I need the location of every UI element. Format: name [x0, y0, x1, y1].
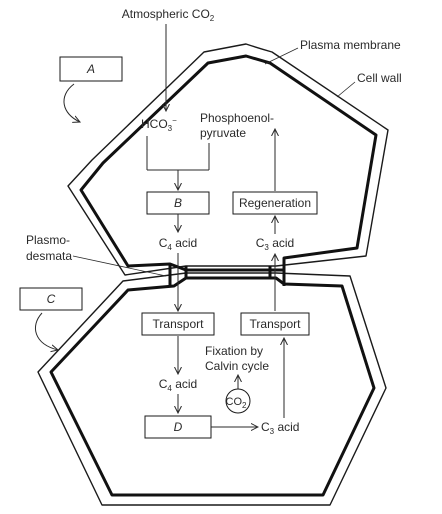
upper-cell-wall: [67, 43, 389, 276]
transport-right-label: Transport: [250, 317, 302, 331]
phosphoenolpyruvate-line1: Phosphoenol-: [200, 111, 274, 125]
c4-acid-bottom-label: C4 acid: [159, 377, 197, 393]
box-c-pointer-arrow: [34, 312, 58, 350]
co2-circle: [225, 388, 251, 414]
answer-box-a-label: A: [86, 62, 95, 76]
transport-left-label: Transport: [153, 317, 205, 331]
fixation-line2: Calvin cycle: [205, 359, 269, 373]
hco3-label: HCO3−: [141, 116, 177, 133]
answer-box-d-label: D: [174, 420, 183, 434]
answer-box-c-label: C: [47, 292, 56, 306]
plasmodesmata-leader: [72, 255, 167, 277]
box-a-pointer-arrow: [63, 83, 80, 122]
c4-acid-top-label: C4 acid: [159, 236, 197, 252]
phosphoenolpyruvate-line2: pyruvate: [200, 126, 246, 140]
co2-circle-label: CO2: [226, 396, 248, 410]
atmospheric-co2-label: Atmospheric CO2: [122, 7, 215, 23]
answer-box-a[interactable]: [59, 56, 123, 82]
transport-right-box: [240, 312, 310, 336]
plasmodesmata-line2: desmata: [26, 249, 72, 263]
regeneration-box: [232, 191, 318, 215]
fixation-line1: Fixation by: [205, 344, 263, 358]
c3-acid-bottom-label: C3 acid: [261, 420, 299, 436]
answer-box-b-label: B: [174, 196, 182, 210]
c3-acid-top-label: C3 acid: [256, 236, 294, 252]
plasma-membrane-leader: [264, 47, 299, 65]
transport-left-box: [141, 312, 215, 336]
cell-wall-leader: [336, 81, 356, 98]
plasmodesmata-line1: Plasmo-: [26, 233, 70, 247]
answer-box-c[interactable]: [19, 287, 83, 311]
lower-plasma-membrane: [49, 276, 376, 497]
cell-wall-label: Cell wall: [357, 71, 402, 85]
upper-plasma-membrane: [79, 54, 378, 272]
lower-cell-wall: [37, 272, 387, 506]
plasma-membrane-label: Plasma membrane: [300, 38, 401, 52]
regeneration-label: Regeneration: [239, 196, 311, 210]
